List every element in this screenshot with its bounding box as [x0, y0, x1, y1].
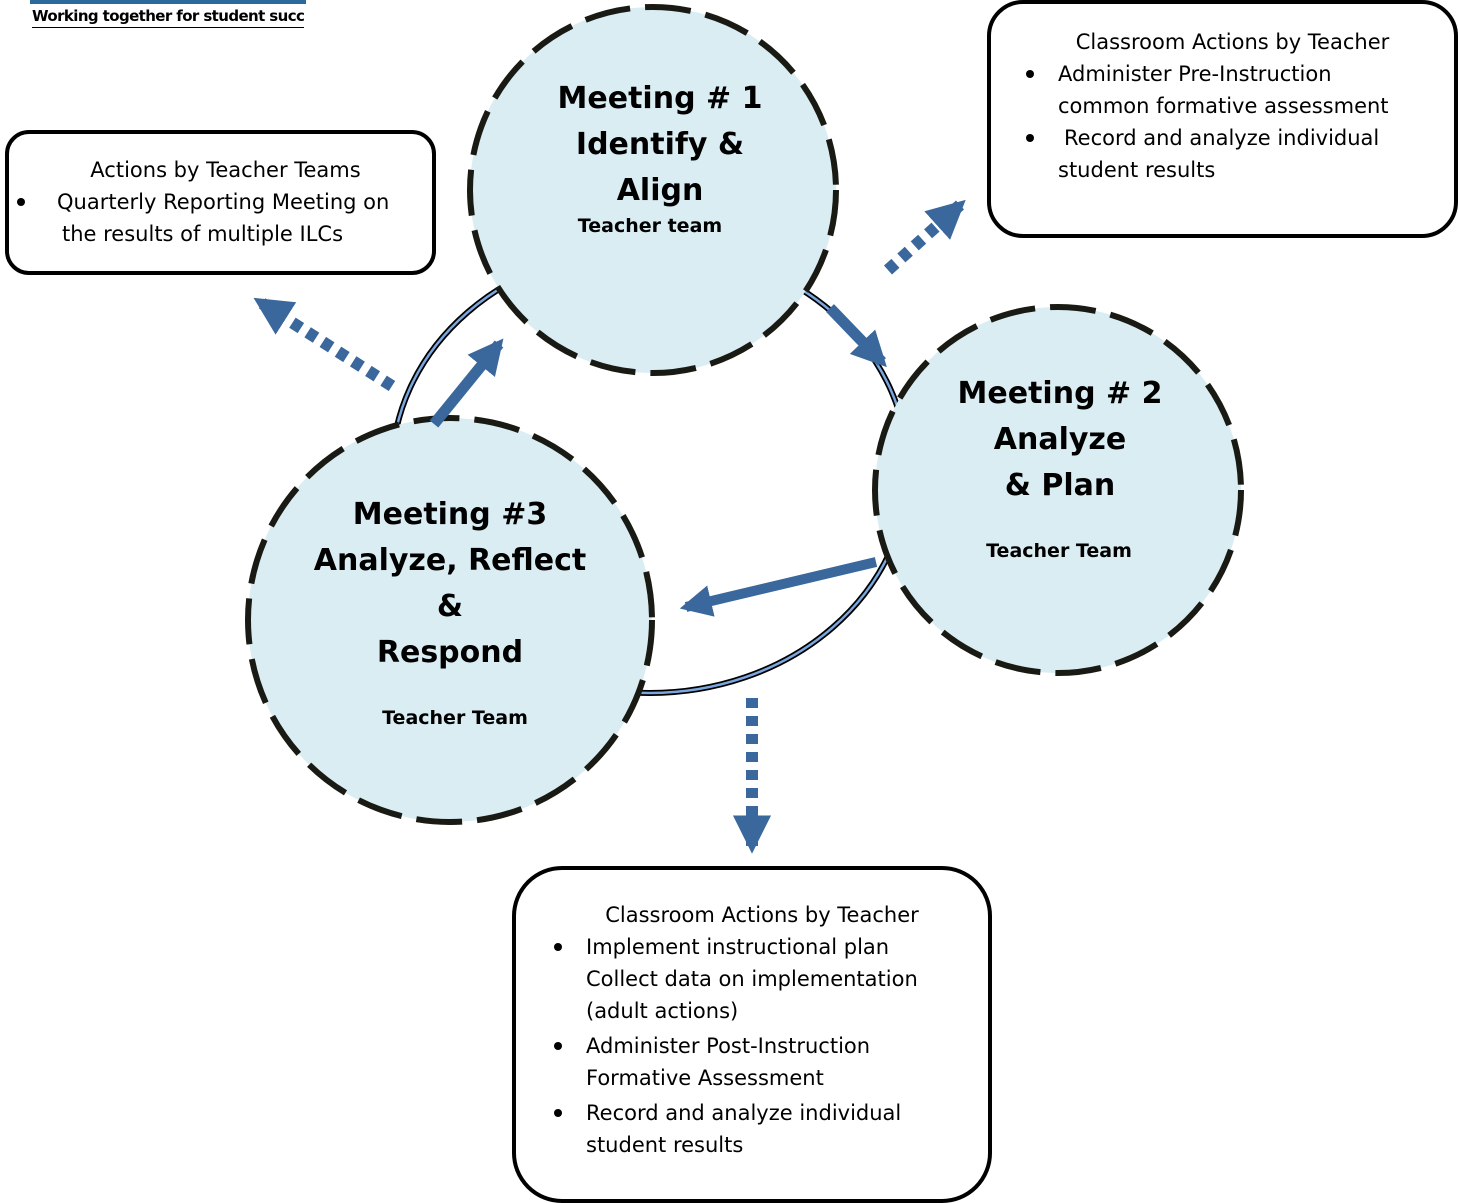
logo-mark	[30, 0, 306, 4]
box-title: Classroom Actions by Teacher	[605, 903, 919, 927]
list-item: Administer Post-Instruction	[516, 1030, 988, 1062]
bullet-icon	[554, 943, 562, 951]
list-item-text: the results of multiple ILCs	[62, 222, 344, 246]
list-item-text: Collect data on implementation	[586, 967, 918, 991]
meeting-1-title: Meeting # 1	[557, 81, 763, 116]
list-item-text: student results	[1058, 158, 1216, 182]
list-item: Collect data on implementation	[516, 963, 988, 995]
meeting-1-label: Meeting # 1 Identify & Align	[540, 76, 780, 214]
arrow-meeting1-to-meeting2	[826, 304, 887, 368]
action-list: Administer Pre-Instruction common format…	[991, 58, 1454, 186]
bullet-icon	[554, 1042, 562, 1050]
meeting-3-subtitle: Teacher Team	[382, 707, 528, 729]
arrow-meeting3-to-meeting1	[429, 338, 504, 428]
list-item: student results	[516, 1129, 988, 1161]
action-list: Quarterly Reporting Meeting on the resul…	[9, 186, 432, 250]
meeting-3-step: Analyze, Reflect	[313, 543, 587, 578]
classroom-actions-box-bottom: Classroom Actions by Teacher Implement i…	[512, 866, 992, 1203]
meeting-1-step-2: Align	[616, 173, 704, 208]
list-item-text: Record and analyze individual	[586, 1101, 902, 1125]
meeting-2-label: Meeting # 2 Analyze & Plan	[940, 371, 1180, 509]
meeting-1-step: Identify &	[575, 127, 745, 162]
list-item-text: Record and analyze individual	[1064, 126, 1380, 150]
classroom-actions-box-top: Classroom Actions by Teacher Administer …	[987, 0, 1458, 238]
teacher-team-actions-box: Actions by Teacher Teams Quarterly Repor…	[5, 130, 436, 275]
list-item-text: common formative assessment	[1058, 94, 1389, 118]
dotted-arrow-to-classroom-actions-top	[883, 199, 966, 275]
list-item-text: Quarterly Reporting Meeting on	[57, 190, 390, 214]
meeting-2-step: Analyze	[993, 422, 1127, 457]
meeting-3-title: Meeting #3	[352, 497, 548, 532]
list-item: student results	[991, 154, 1454, 186]
list-item: Record and analyze individual	[991, 122, 1454, 154]
bullet-icon	[1026, 70, 1034, 78]
dotted-arrow-to-teacher-team-actions	[253, 296, 396, 392]
list-item: common formative assessment	[991, 90, 1454, 122]
logo-tagline: Working together for student success.	[32, 5, 304, 28]
meeting-3-step-2: &	[436, 589, 464, 624]
meeting-3-step-3: Respond	[376, 635, 524, 670]
arrow-meeting2-to-meeting3	[679, 557, 878, 617]
meeting-3-label: Meeting #3 Analyze, Reflect & Respond	[300, 492, 600, 676]
meeting-2-subtitle: Teacher Team	[986, 540, 1132, 562]
meeting-2-title: Meeting # 2	[957, 376, 1163, 411]
list-item: Implement instructional plan	[516, 931, 988, 963]
meeting-3-circle	[245, 415, 655, 825]
list-item-text: student results	[586, 1133, 744, 1157]
meeting-2-step-2: & Plan	[1004, 468, 1116, 503]
list-item: the results of multiple ILCs	[9, 218, 432, 250]
list-item: Administer Pre-Instruction	[991, 58, 1454, 90]
list-item-text: Formative Assessment	[586, 1066, 824, 1090]
list-item: Quarterly Reporting Meeting on	[9, 186, 432, 218]
list-item: Formative Assessment	[516, 1062, 988, 1094]
bullet-icon	[554, 1109, 562, 1117]
list-item-text: Administer Post-Instruction	[586, 1034, 871, 1058]
bullet-icon	[1026, 134, 1034, 142]
list-item: Record and analyze individual	[516, 1097, 988, 1129]
meeting-1-circle	[467, 4, 839, 376]
box-title: Actions by Teacher Teams	[90, 158, 361, 182]
list-item-text: Administer Pre-Instruction	[1058, 62, 1332, 86]
meeting-1-subtitle: Teacher team	[577, 215, 723, 237]
list-item-text: Implement instructional plan	[586, 935, 890, 959]
meeting-2-circle	[872, 304, 1244, 676]
list-item-text: (adult actions)	[586, 999, 739, 1023]
bullet-icon	[17, 198, 25, 206]
box-title: Classroom Actions by Teacher	[1075, 30, 1390, 54]
list-item: (adult actions)	[516, 995, 988, 1027]
action-list: Implement instructional plan Collect dat…	[516, 931, 988, 1161]
